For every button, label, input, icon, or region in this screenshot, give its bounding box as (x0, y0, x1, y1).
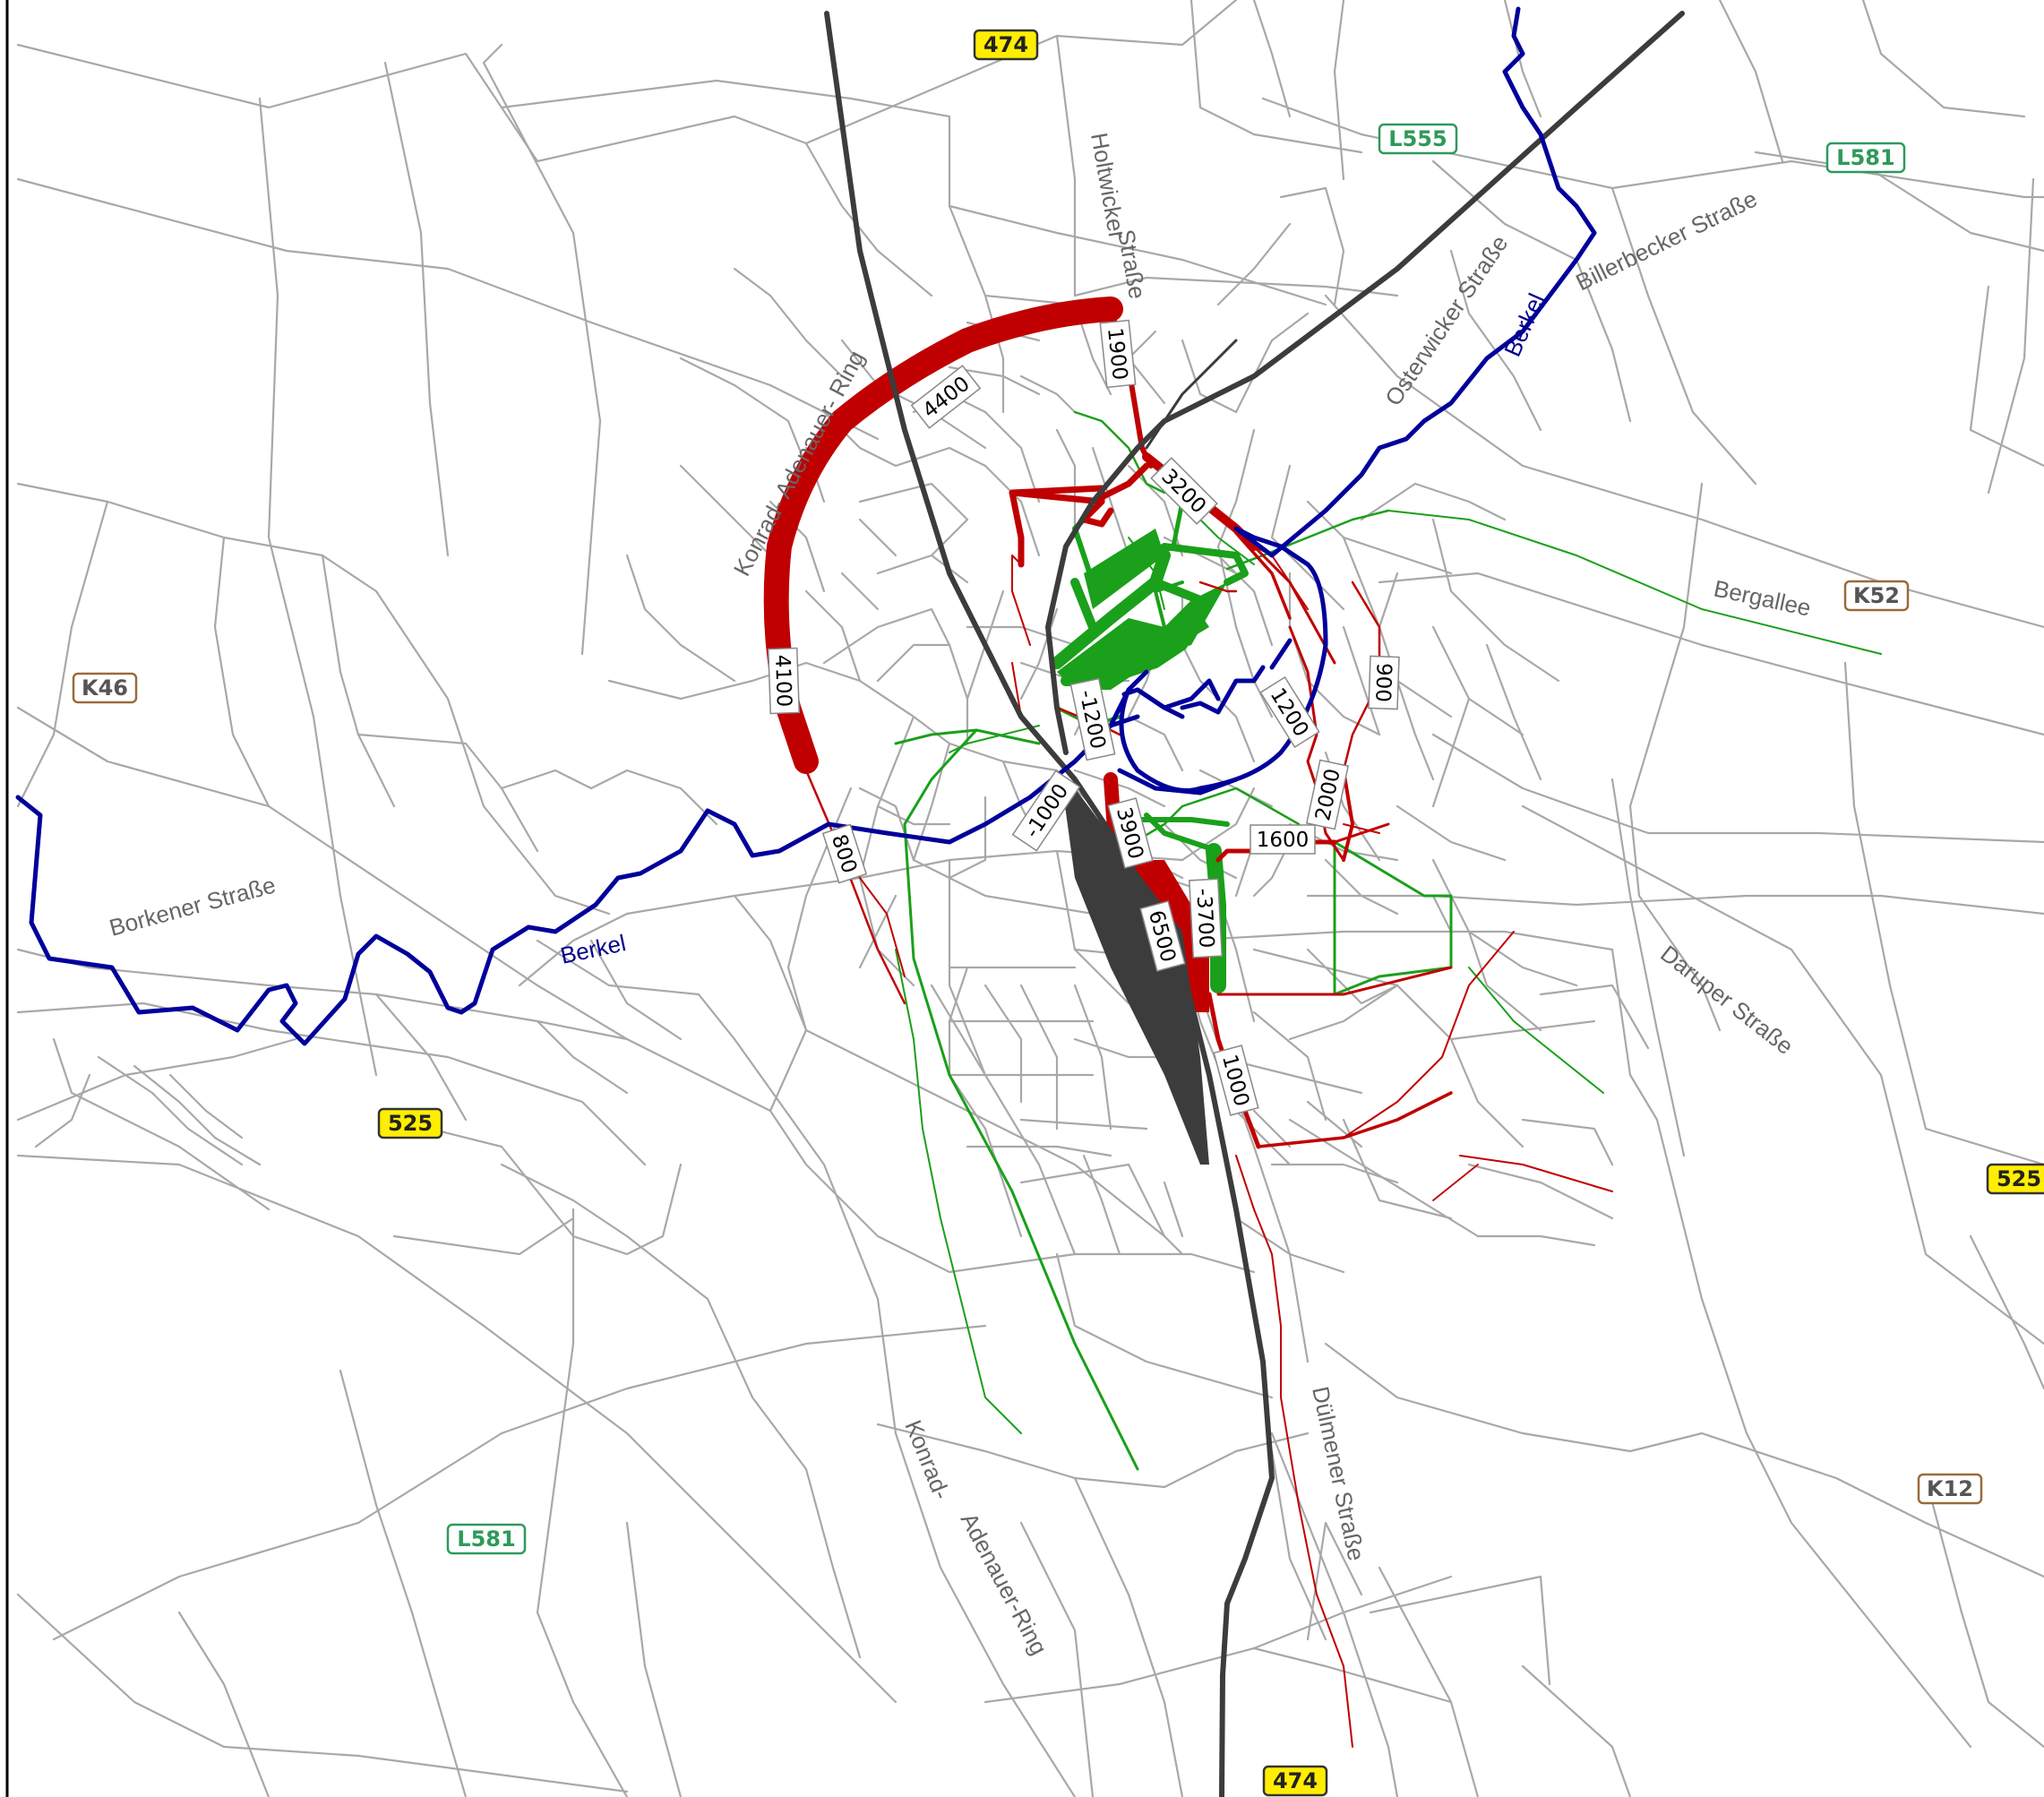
route-badge-bundesstrasse: 525 (377, 1107, 443, 1139)
flow-value-box: 4100 (767, 647, 801, 715)
flow-value-box: 1200 (1259, 675, 1320, 749)
route-badge-label: 525 (1997, 1166, 2041, 1191)
route-badge-landesstrasse: L555 (1378, 123, 1458, 155)
route-badge-label: 474 (1273, 1768, 1318, 1793)
route-badge-label: L581 (1836, 145, 1894, 170)
flow-value-label: -3700 (1191, 888, 1217, 949)
route-badge-kreisstrasse: K52 (1843, 580, 1910, 612)
route-badge-label: K12 (1927, 1476, 1973, 1501)
route-badge-landesstrasse: L581 (1825, 142, 1906, 174)
route-badge-label: K52 (1853, 583, 1900, 608)
route-badge-bundesstrasse: 474 (1262, 1765, 1328, 1797)
route-badge-label: L581 (457, 1526, 515, 1552)
flow-value-label: 900 (1370, 663, 1396, 703)
route-badge-kreisstrasse: K12 (1917, 1473, 1983, 1505)
route-badge-label: 525 (388, 1111, 433, 1136)
flow-value-label: 4100 (770, 654, 795, 707)
route-badge-label: K46 (82, 675, 128, 701)
route-badge-label: L555 (1388, 126, 1447, 151)
route-badge-bundesstrasse: 474 (973, 29, 1039, 61)
route-badge-label: 474 (983, 32, 1028, 57)
flow-value-label: 1600 (1257, 829, 1310, 852)
flow-value-label: 1900 (1103, 327, 1131, 382)
river-berkel (15, 6, 1597, 1046)
flow-value-box: 900 (1368, 655, 1400, 710)
route-badge-landesstrasse: L581 (446, 1523, 527, 1555)
flow-value-box: 1900 (1099, 319, 1137, 389)
flow-value-box: -3700 (1188, 878, 1224, 959)
railway-lines (824, 11, 1685, 1797)
route-badge-bundesstrasse: 525 (1986, 1163, 2044, 1195)
route-badge-kreisstrasse: K46 (72, 672, 138, 704)
flow-value-box: 1600 (1250, 824, 1316, 855)
street-network (16, 0, 2044, 1797)
